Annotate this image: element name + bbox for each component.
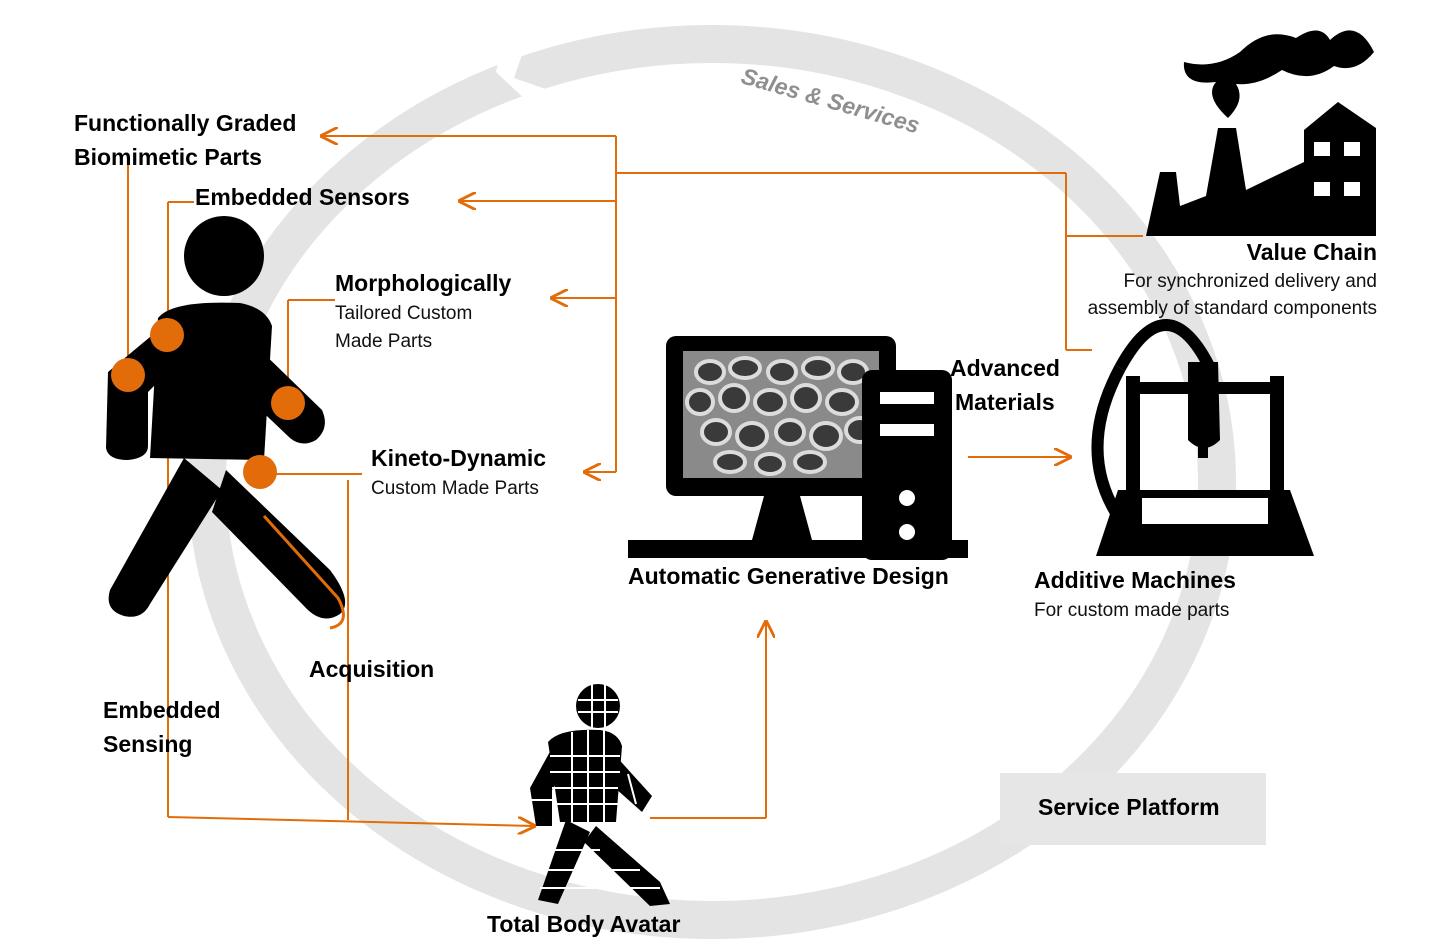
additive-machines-title: Additive Machines [1034, 567, 1236, 593]
morphologically-line1: Tailored Custom [335, 303, 473, 324]
value-chain-line1: For synchronized delivery and [1123, 271, 1377, 292]
functionally-graded-title-line1: Functionally Graded [74, 110, 297, 136]
mesh-avatar-icon [530, 684, 670, 906]
additive-machines-subtitle: For custom made parts [1034, 600, 1230, 621]
value-chain-title: Value Chain [1246, 239, 1377, 265]
advanced-materials-line2: Materials [955, 389, 1055, 415]
service-platform-label: Service Platform [1038, 794, 1220, 820]
sensor-dot-hip [243, 455, 277, 489]
embedded-sensing-line2: Sensing [103, 731, 193, 757]
automatic-generative-design-label: Automatic Generative Design [628, 563, 949, 589]
sensor-dot-arm [111, 358, 145, 392]
embedded-sensing-line1: Embedded [103, 697, 221, 723]
acquisition-label: Acquisition [309, 656, 435, 682]
walking-person-icon [106, 216, 346, 630]
total-body-avatar-label: Total Body Avatar [487, 911, 681, 937]
factory-icon [1146, 30, 1376, 236]
functionally-graded-title-line2: Biomimetic Parts [74, 144, 262, 170]
3d-printer-icon [1091, 319, 1314, 556]
sensor-dot-hand [271, 386, 305, 420]
connector-lines [127, 136, 1143, 826]
morphologically-title: Morphologically [335, 270, 512, 296]
morphologically-line2: Made Parts [335, 331, 433, 352]
value-chain-line2: assembly of standard components [1087, 298, 1377, 319]
embedded-sensors-label: Embedded Sensors [195, 184, 410, 210]
service-platform-box [1000, 773, 1266, 845]
advanced-materials-line1: Advanced [950, 355, 1060, 381]
sensor-dot-shoulder [150, 318, 184, 352]
cycle-ring-arrow-gap [496, 26, 560, 104]
kineto-dynamic-title: Kineto-Dynamic [371, 445, 547, 471]
computer-icon [628, 336, 968, 560]
kineto-dynamic-subtitle: Custom Made Parts [371, 478, 539, 499]
